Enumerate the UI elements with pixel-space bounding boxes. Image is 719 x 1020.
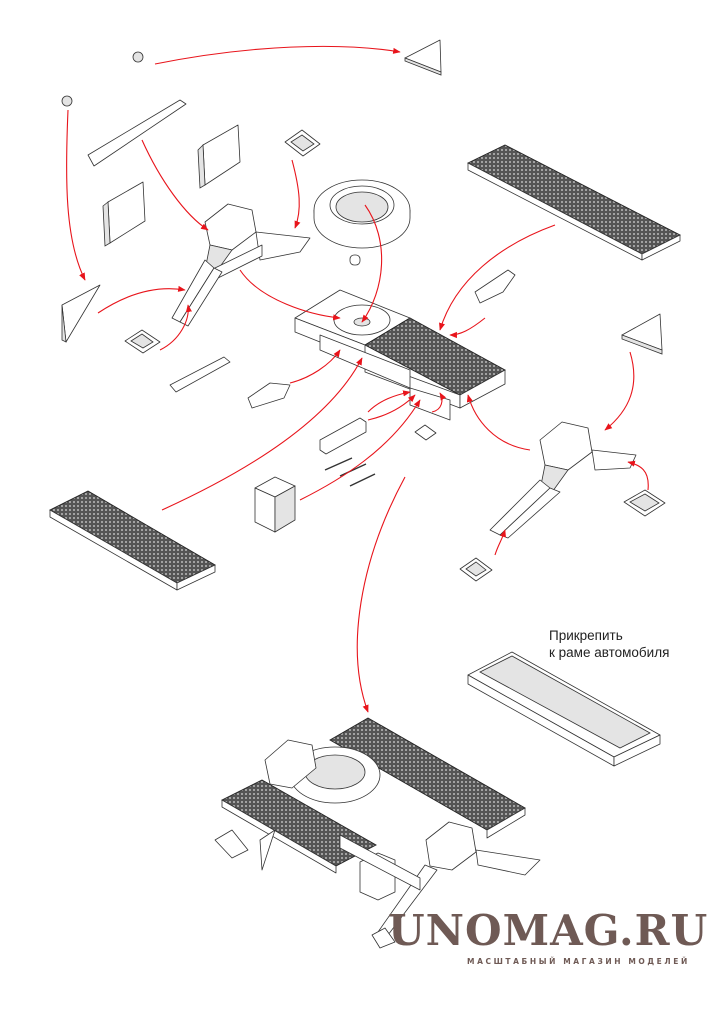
pad-part-2 bbox=[124, 329, 161, 354]
pad-part-4 bbox=[459, 557, 493, 582]
grating-panel-top bbox=[467, 144, 681, 261]
pad-part-3 bbox=[623, 489, 666, 517]
assembled-coupling bbox=[214, 717, 541, 949]
brand-logo: UNOMAG.RU bbox=[388, 906, 709, 955]
brand-tagline: МАСШТАБНЫЙ МАГАЗИН МОДЕЛЕЙ bbox=[467, 957, 690, 966]
right-leg-assembly bbox=[489, 421, 637, 539]
knob-part-1 bbox=[132, 51, 144, 63]
battery-box bbox=[254, 476, 296, 533]
bolt-2 bbox=[339, 463, 367, 477]
pad-part-5 bbox=[414, 424, 437, 441]
central-base bbox=[294, 289, 506, 421]
fin-part-left bbox=[247, 382, 291, 409]
fin-part-right bbox=[474, 269, 516, 304]
assembly-arrows bbox=[66, 45, 649, 713]
fifth-wheel-ring bbox=[313, 179, 411, 249]
triangle-plate-right bbox=[621, 313, 663, 355]
triangle-plate-top bbox=[404, 39, 442, 76]
left-leg-assembly bbox=[171, 203, 311, 327]
side-rail-part bbox=[319, 417, 367, 455]
triangle-plate-left bbox=[61, 284, 101, 343]
pad-part-1 bbox=[284, 129, 321, 157]
attach-note: Прикрепить к раме автомобиля bbox=[549, 627, 669, 661]
knob-part-2 bbox=[61, 95, 73, 107]
bolt-3 bbox=[349, 473, 376, 487]
grating-panel-left bbox=[49, 490, 216, 591]
bracket-part-2 bbox=[102, 181, 146, 247]
frame-channel bbox=[467, 651, 661, 767]
attach-note-line-1: Прикрепить bbox=[549, 628, 623, 643]
rod-part-top bbox=[87, 99, 187, 167]
bolt-1 bbox=[324, 457, 353, 471]
bracket-part-1 bbox=[197, 124, 241, 189]
pin-cylinder bbox=[349, 254, 361, 266]
attach-note-line-2: к раме автомобиля bbox=[549, 645, 670, 660]
rod-part-mid bbox=[169, 356, 231, 393]
